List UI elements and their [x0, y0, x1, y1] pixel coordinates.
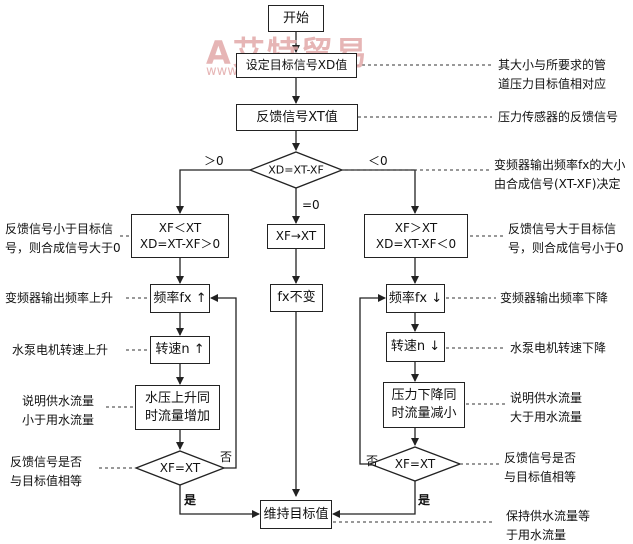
freq-down-label: 频率fx ↓ [388, 290, 443, 306]
edge-label-no-right: 否 [366, 454, 379, 468]
edge-label-gt0: ＞0 [204, 154, 224, 168]
pressure-up-line1: 水压上升同 [144, 390, 210, 406]
note-supply-more: 说明供水流量 大于用水流量 [510, 391, 583, 424]
pressure-up-line2: 时流量增加 [144, 408, 210, 424]
edge-right-yes [332, 481, 416, 518]
start-node: 开始 [268, 5, 324, 32]
edge-gt0 [176, 169, 250, 214]
right-cond-line2: XD=XT-XF＜0 [375, 237, 457, 251]
note-freq-down: 变频器输出频率下降 [500, 291, 609, 305]
speed-down-node: 转速n ↓ [386, 332, 445, 362]
left-condition-node: XF＜XT XD=XT-XF＞0 [131, 214, 229, 258]
set-target-label: 设定目标信号XD值 [245, 58, 348, 73]
decision-right-label: XF=XT [394, 457, 436, 471]
edge-left-yes [179, 485, 260, 518]
edge-left-no-loop [210, 294, 237, 469]
edge-label-eq0: =0 [302, 198, 320, 212]
edge-lt0 [342, 169, 419, 214]
left-cond-line2: XD=XT-XF＞0 [139, 237, 221, 251]
start-label: 开始 [282, 10, 309, 26]
note-right-feedback: 反馈信号大于目标信 号，则合成信号小于0 [508, 222, 624, 255]
note-supply-less: 说明供水流量 小于用水流量 [22, 394, 95, 427]
mid-condition-node: XF→XT [267, 224, 325, 249]
edge-label-lt0: ＜0 [368, 154, 388, 168]
edge-right-no-loop [359, 294, 386, 465]
note-motor-down: 水泵电机转速下降 [510, 341, 607, 355]
edge-label-yes-right: 是 [418, 493, 431, 507]
note-freq-up: 变频器输出频率上升 [5, 291, 114, 305]
feedback-node: 反馈信号XT值 [236, 104, 358, 131]
freq-down-node: 频率fx ↓ [386, 284, 445, 313]
pressure-up-node: 水压上升同 时流量增加 [135, 385, 220, 430]
decision-main-label: XD=XT-XF [268, 163, 324, 177]
note-maintain: 保持供水流量等 于用水流量 [506, 509, 591, 542]
note-target: 其大小与所要求的管 道压力目标值相对应 [498, 58, 607, 91]
note-left-feedback: 反馈信号小于目标信 号，则合成信号大于0 [5, 222, 121, 255]
pressure-down-line2: 时流量减小 [391, 406, 457, 421]
maintain-label: 维持目标值 [263, 506, 329, 522]
speed-down-label: 转速n ↓ [390, 339, 441, 355]
decision-left-label: XF=XT [159, 461, 201, 475]
note-equal-left: 反馈信号是否 与目标值相等 [10, 455, 83, 488]
pressure-down-node: 压力下降同 时流量减小 [383, 382, 465, 428]
note-inverter: 变频器输出频率fx的大小 由合成信号(XT-XF)决定 [494, 158, 626, 191]
note-equal-right: 反馈信号是否 与目标值相等 [504, 451, 577, 484]
speed-up-label: 转速n ↑ [155, 342, 205, 358]
note-feedback: 压力传感器的反馈信号 [498, 110, 619, 124]
right-condition-node: XF＞XT XD=XT-XF＜0 [364, 214, 468, 258]
edge-label-yes-left: 是 [184, 493, 197, 507]
freq-same-node: fx不变 [270, 284, 323, 312]
speed-up-node: 转速n ↑ [150, 336, 210, 364]
mid-cond-label: XF→XT [275, 229, 317, 244]
maintain-node: 维持目标值 [260, 500, 332, 529]
freq-up-label: 频率fx ↑ [153, 290, 207, 306]
pressure-down-line1: 压力下降同 [391, 388, 457, 404]
edge-label-no-left: 否 [220, 450, 233, 464]
set-target-node: 设定目标信号XD值 [236, 53, 357, 78]
left-cond-line1: XF＜XT [158, 220, 202, 235]
right-cond-line1: XF＞XT [394, 220, 438, 235]
freq-up-node: 频率fx ↑ [150, 284, 210, 313]
freq-same-label: fx不变 [277, 290, 316, 306]
feedback-label: 反馈信号XT值 [256, 109, 338, 125]
note-motor-up: 水泵电机转速上升 [12, 343, 109, 357]
